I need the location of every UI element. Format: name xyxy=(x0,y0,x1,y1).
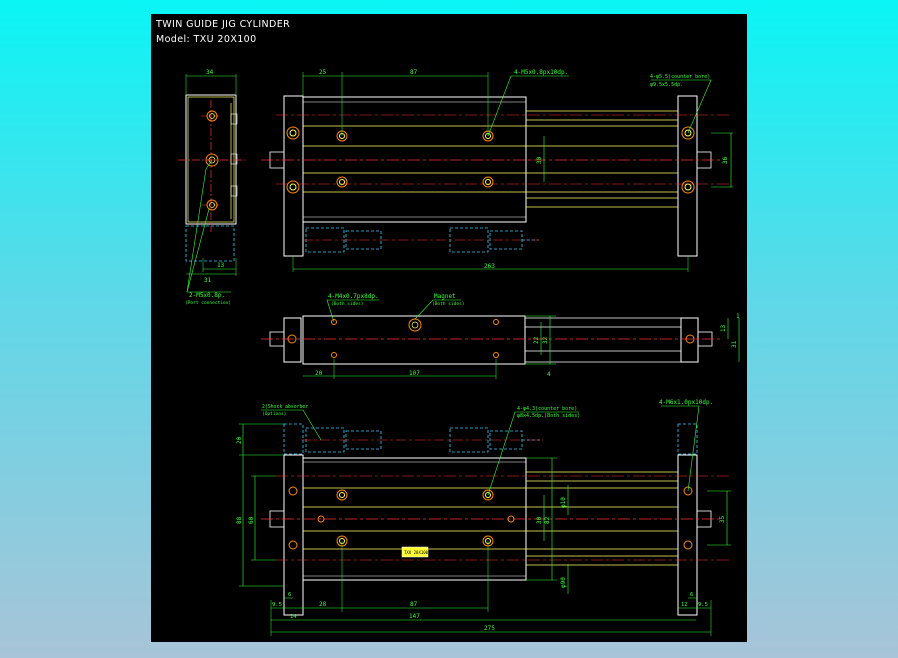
dim-1: 1 xyxy=(736,313,740,320)
dim-31-side: 31 xyxy=(731,340,738,348)
note-shock-absorber-sub: (Options) xyxy=(262,411,286,417)
dim-107: 107 xyxy=(409,370,420,377)
note-tap-top: 4-M5x0.8px10dp. xyxy=(514,69,568,76)
side-view: 20 107 22 32 13 31 1 4 4-M4x0.7px8dp. (B… xyxy=(261,293,740,379)
dim-88: 88 xyxy=(236,516,243,524)
dim-phi90: φ90 xyxy=(560,577,567,588)
dim-60: 60 xyxy=(248,516,255,524)
dim-13-end: 13 xyxy=(217,262,225,269)
dim-9-5-right: 9.5 xyxy=(698,602,708,608)
dim-12: 12 xyxy=(681,602,688,608)
note-counterbore-top: 4-φ5.5(counter bore) xyxy=(650,74,710,80)
dim-4: 4 xyxy=(547,371,551,378)
drawing-sheet: TWIN GUIDE JIG CYLINDER Model: TXU 20X10… xyxy=(151,14,747,642)
dim-34: 34 xyxy=(206,69,214,76)
dim-147: 147 xyxy=(409,613,420,620)
dim-28: 28 xyxy=(319,601,327,608)
dim-phi10: φ10 xyxy=(560,497,567,508)
dim-35: 35 xyxy=(719,515,726,523)
dim-32: 32 xyxy=(542,336,549,344)
dim-13-side: 13 xyxy=(720,324,727,332)
dim-87-top: 87 xyxy=(410,69,418,76)
end-view: 34 13 31 2-M5x0.8p. (Port connection) xyxy=(178,69,245,306)
nameplate-label: TXU 20X100 xyxy=(404,550,429,555)
dim-22: 22 xyxy=(533,336,540,344)
note-magnet: Magnet xyxy=(434,293,456,300)
note-port-connection-sub: (Port connection) xyxy=(185,300,231,306)
note-counterbore-bottom: 4-φ4.3(counter bore) xyxy=(517,406,577,412)
note-tap-side: 4-M4x0.7px8dp. xyxy=(328,293,379,300)
dim-20-side: 20 xyxy=(315,370,323,377)
dim-36: 36 xyxy=(722,156,729,164)
bottom-view: TXU 20X100 9.5 6 14 28 87 147 275 6 12 9… xyxy=(236,399,731,636)
dim-30-top: 30 xyxy=(536,156,543,164)
model-label: Model: TXU 20X100 xyxy=(156,34,257,45)
dim-25-top: 25 xyxy=(319,69,327,76)
note-tap-side-sub: (Both sides) xyxy=(331,301,364,307)
note-port-connection: 2-M5x0.8p. xyxy=(189,292,225,299)
dim-31-end: 31 xyxy=(204,277,212,284)
dim-87-bottom: 87 xyxy=(410,601,418,608)
drawing-title: TWIN GUIDE JIG CYLINDER xyxy=(156,19,291,30)
dim-82: 82 xyxy=(544,516,551,524)
cad-drawing: 34 13 31 2-M5x0.8p. (Port connection) xyxy=(178,69,740,636)
note-counterbore-top-depth: φ9.5x5.5dp. xyxy=(650,82,683,88)
note-magnet-sub: (Both sides) xyxy=(432,301,465,307)
dim-263: 263 xyxy=(484,263,495,270)
note-shock-absorber: 2(Shock absorber xyxy=(262,404,308,410)
dim-6-left: 6 xyxy=(288,592,291,598)
top-view: 25 87 263 30 36 4-M5x0.8px10dp. 4-φ5.5(c… xyxy=(261,69,733,272)
dim-275: 275 xyxy=(484,625,495,632)
dim-14: 14 xyxy=(290,614,297,620)
dim-30-bottom: 30 xyxy=(536,516,543,524)
dim-9-5-left: 9.5 xyxy=(272,602,282,608)
note-tap-bottom: 4-M6x1.0px10dp. xyxy=(659,399,713,406)
dim-6-right: 6 xyxy=(690,592,693,598)
dim-20-bottom: 20 xyxy=(236,436,243,444)
note-counterbore-bottom-depth: φ8x4.5dp.(Both sides) xyxy=(517,413,580,419)
